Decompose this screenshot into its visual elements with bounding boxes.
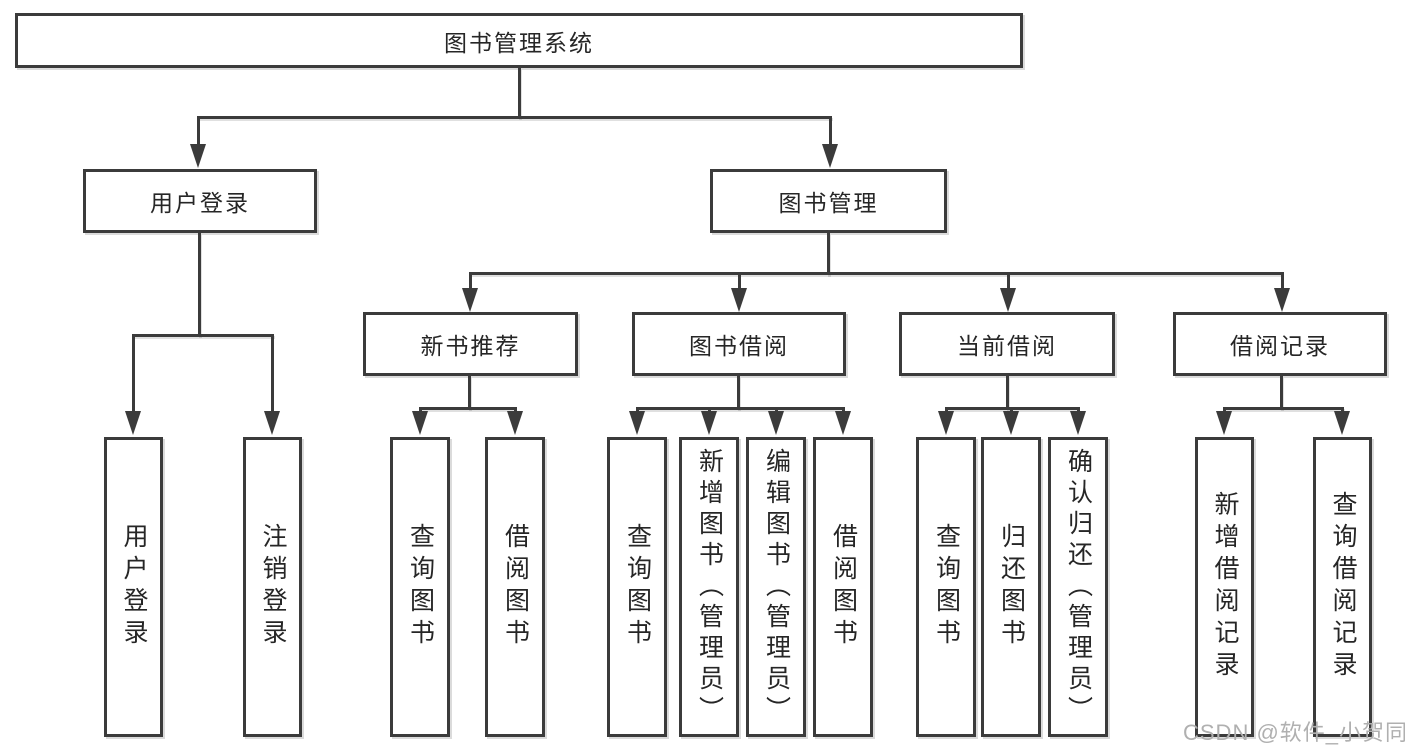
arrowhead-icon [768, 411, 784, 435]
arrow-g1-2 [507, 407, 523, 435]
arrowhead-icon [629, 411, 645, 435]
arrowhead-icon [938, 411, 954, 435]
leaf-borrow-query-books-label: 查询图书 [623, 523, 652, 651]
arrow-g3-3 [1070, 407, 1086, 435]
arrowhead-icon [1274, 288, 1290, 312]
leaf-recommend-query-books-label: 查询图书 [406, 523, 435, 651]
connector-g3-stem [1006, 376, 1009, 409]
leaf-borrow-query-books: 查询图书 [607, 437, 667, 737]
arrowhead-icon [835, 411, 851, 435]
arrowhead-icon [1216, 411, 1232, 435]
arrow-to-user-login [190, 116, 206, 168]
leaf-borrow-books-label: 借阅图书 [829, 523, 858, 651]
arrow-to-borrow-records [1274, 272, 1290, 312]
arrowhead-icon [731, 288, 747, 312]
arrow-g4-2 [1334, 407, 1350, 435]
node-borrow-records: 借阅记录 [1173, 312, 1387, 376]
node-book-borrow-label: 图书借阅 [689, 333, 789, 359]
arrow-to-book-management [822, 116, 838, 168]
connector-g2-bar [637, 407, 844, 410]
node-book-management-label: 图书管理 [778, 190, 879, 216]
node-user-login: 用户登录 [83, 169, 317, 233]
connector-level2-bar [198, 116, 832, 119]
node-book-management: 图书管理 [710, 169, 947, 233]
arrow-to-leaf-user-login [125, 334, 141, 435]
arrowhead-icon [822, 144, 838, 168]
arrow-g3-2 [1003, 407, 1019, 435]
leaf-logout-label: 注销登录 [259, 523, 287, 651]
connector-user-login-stem [198, 233, 201, 336]
node-new-book-recommend-label: 新书推荐 [420, 333, 521, 359]
arrow-to-new-book-recommend [462, 272, 478, 312]
leaf-query-borrow-record-label: 查询借阅记录 [1329, 491, 1357, 683]
leaf-user-login: 用户登录 [104, 437, 163, 737]
leaf-edit-books-admin-label: 编辑图书（管理员） [762, 447, 791, 727]
arrow-to-leaf-logout [264, 334, 280, 435]
node-user-login-label: 用户登录 [150, 190, 250, 216]
arrowhead-icon [412, 411, 428, 435]
leaf-edit-books-admin: 编辑图书（管理员） [746, 437, 806, 737]
connector-g1-bar [420, 407, 516, 410]
node-borrow-records-label: 借阅记录 [1230, 333, 1330, 359]
arrowhead-icon [462, 288, 478, 312]
arrow-g2-4 [835, 407, 851, 435]
leaf-return-books: 归还图书 [981, 437, 1041, 737]
arrowhead-icon [264, 411, 280, 435]
arrowhead-icon [701, 411, 717, 435]
arrowhead-icon [1000, 288, 1016, 312]
leaf-confirm-return-admin-label: 确认归还（管理员） [1064, 447, 1093, 727]
node-book-borrow: 图书借阅 [632, 312, 846, 376]
leaf-user-login-label: 用户登录 [120, 523, 148, 651]
connector-g3-bar [946, 407, 1079, 410]
arrowhead-icon [1003, 411, 1019, 435]
node-new-book-recommend: 新书推荐 [363, 312, 578, 376]
leaf-borrow-books: 借阅图书 [813, 437, 873, 737]
arrowhead-icon [190, 144, 206, 168]
arrowhead-icon [1334, 411, 1350, 435]
leaf-add-books-admin-label: 新增图书（管理员） [695, 447, 724, 727]
leaf-add-borrow-record: 新增借阅记录 [1195, 437, 1254, 737]
arrow-g2-1 [629, 407, 645, 435]
leaf-query-borrow-record: 查询借阅记录 [1313, 437, 1372, 737]
connector-g4-stem [1280, 376, 1283, 409]
arrow-g3-1 [938, 407, 954, 435]
arrow-g2-3 [768, 407, 784, 435]
node-root: 图书管理系统 [15, 13, 1023, 68]
connector-book-management-stem [827, 233, 830, 275]
connector-root-stem [518, 68, 521, 118]
connector-g4-bar [1224, 407, 1344, 410]
leaf-current-query-books: 查询图书 [916, 437, 976, 737]
node-current-borrow-label: 当前借阅 [957, 333, 1057, 359]
connector-level3-bar [470, 272, 1283, 275]
arrowhead-icon [1070, 411, 1086, 435]
leaf-add-books-admin: 新增图书（管理员） [679, 437, 739, 737]
connector-g2-stem [737, 376, 740, 409]
leaf-current-query-books-label: 查询图书 [932, 523, 961, 651]
leaf-return-books-label: 归还图书 [997, 523, 1026, 651]
arrow-to-current-borrow [1000, 272, 1016, 312]
arrow-g2-2 [701, 407, 717, 435]
arrow-to-book-borrow [731, 272, 747, 312]
leaf-logout: 注销登录 [243, 437, 302, 737]
leaf-confirm-return-admin: 确认归还（管理员） [1048, 437, 1108, 737]
leaf-recommend-query-books: 查询图书 [390, 437, 450, 737]
arrow-g4-1 [1216, 407, 1232, 435]
csdn-watermark: CSDN @软件_小贺同学 [1183, 720, 1405, 745]
arrowhead-icon [125, 411, 141, 435]
leaf-add-borrow-record-label: 新增借阅记录 [1211, 491, 1239, 683]
arrow-g1-1 [412, 407, 428, 435]
arrowhead-icon [507, 411, 523, 435]
node-current-borrow: 当前借阅 [899, 312, 1115, 376]
connector-user-login-bar [133, 334, 274, 337]
leaf-recommend-borrow-books: 借阅图书 [485, 437, 545, 737]
leaf-recommend-borrow-books-label: 借阅图书 [501, 523, 530, 651]
connector-g1-stem [468, 376, 471, 409]
node-root-label: 图书管理系统 [444, 29, 594, 56]
